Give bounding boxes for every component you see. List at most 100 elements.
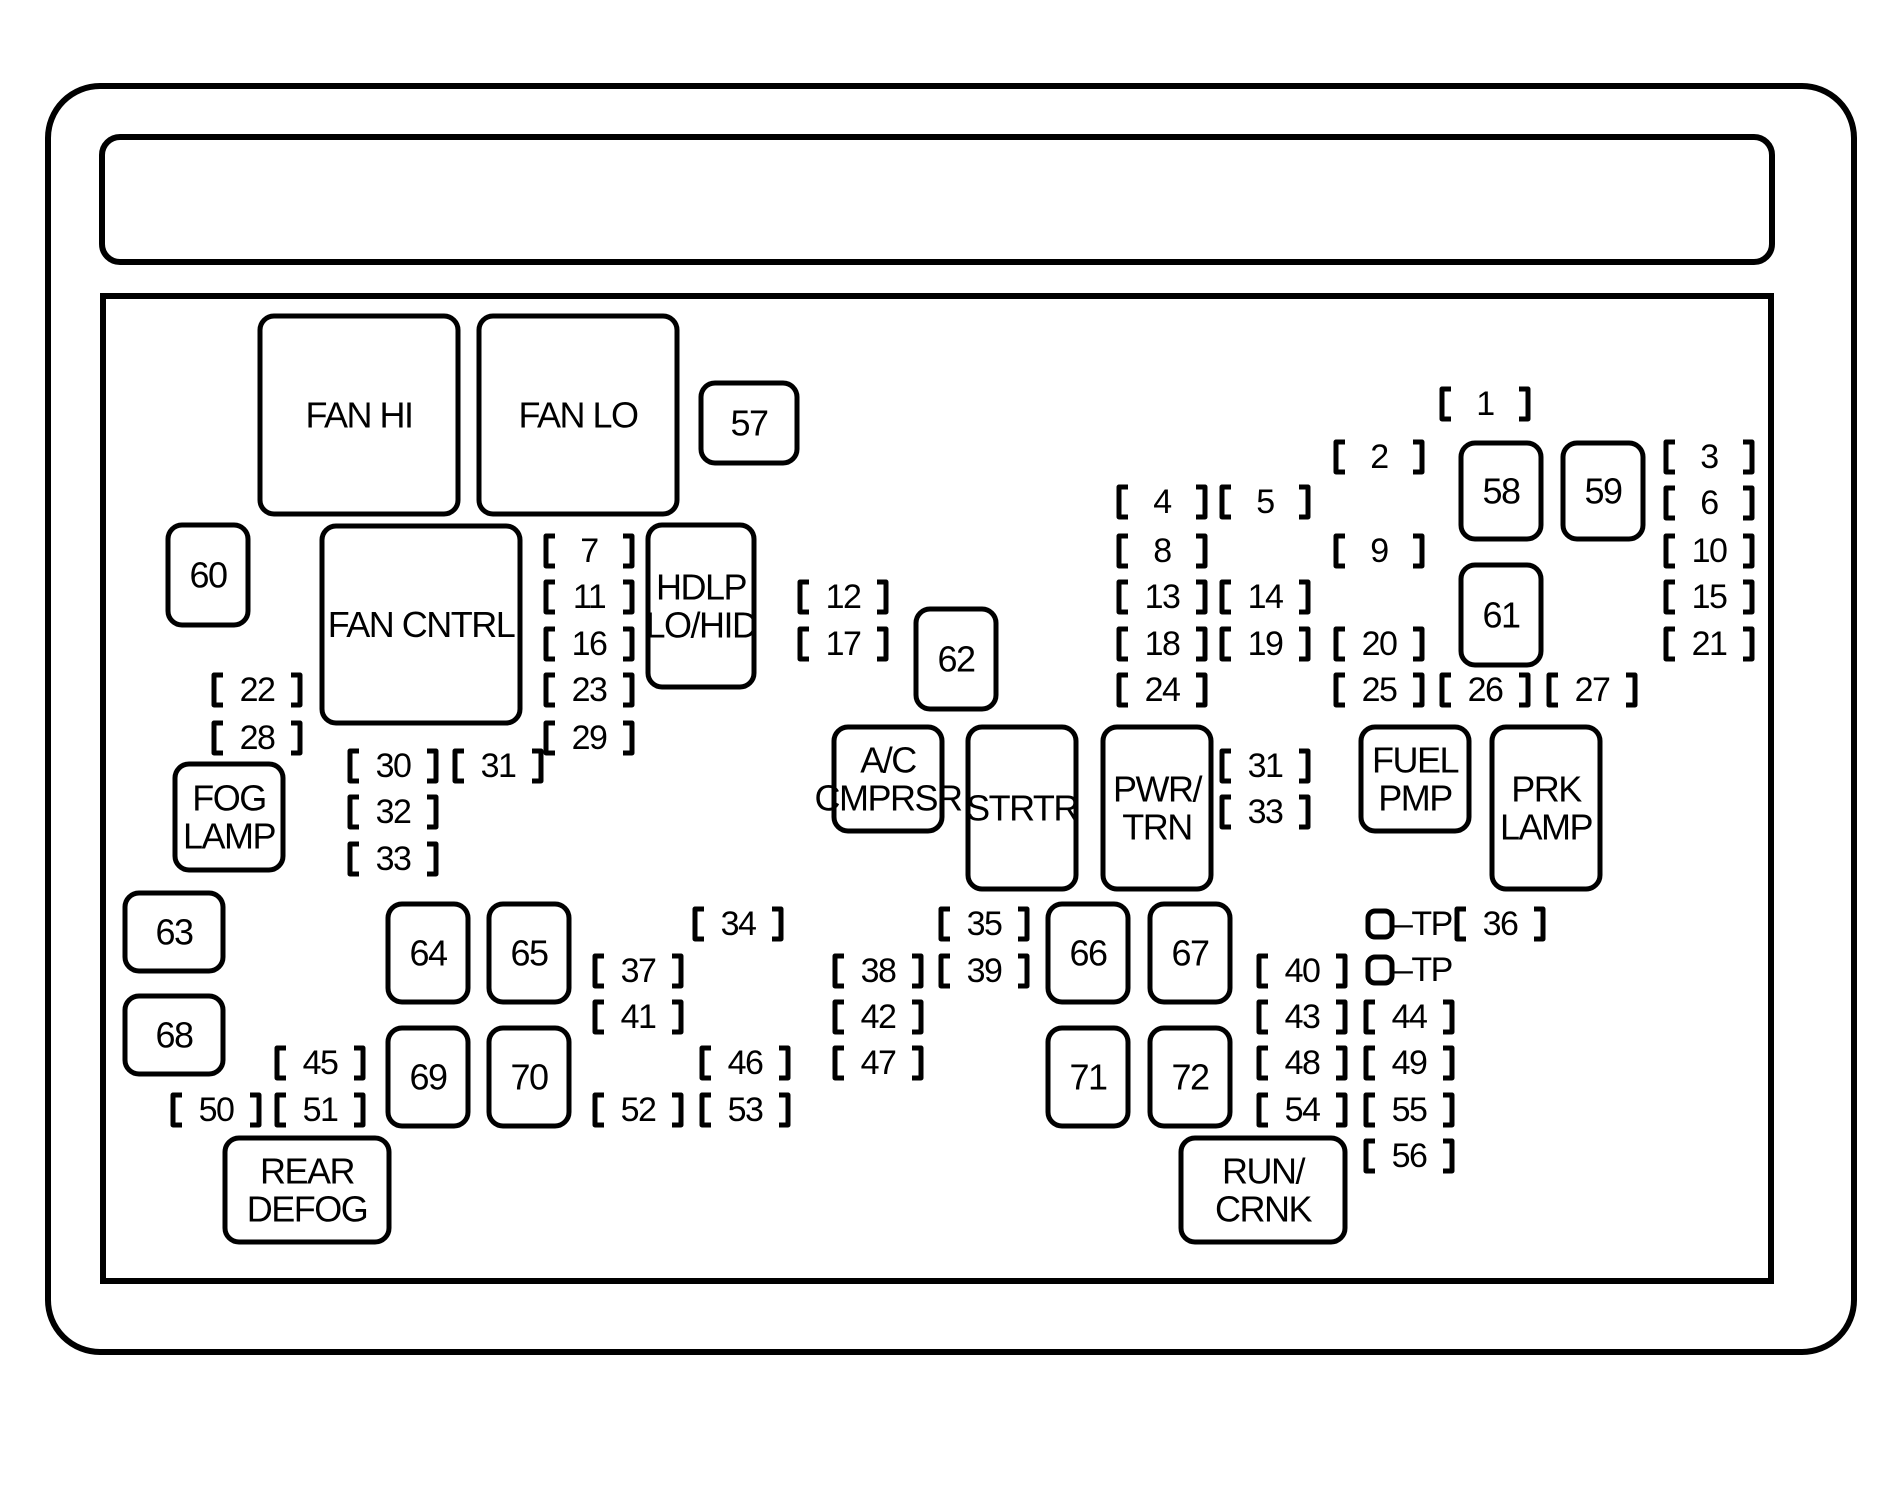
mini-fuse-label: 56 <box>1392 1137 1427 1175</box>
mini-fuse-49: 49 <box>1363 1044 1455 1082</box>
mini-fuse-label: 30 <box>376 747 411 785</box>
mini-fuse-label: 39 <box>967 952 1002 990</box>
relay-label: STRTR <box>966 788 1078 829</box>
mini-fuse-20: 20 <box>1333 625 1425 663</box>
maxi-fuse-59: 59 <box>1560 440 1646 542</box>
mini-fuse-53: 53 <box>699 1091 791 1129</box>
mini-fuse-label: 28 <box>240 719 275 757</box>
mini-fuse-label: 43 <box>1285 998 1320 1036</box>
mini-fuse-52: 52 <box>592 1091 684 1129</box>
mini-fuse-label: 48 <box>1285 1044 1320 1082</box>
mini-fuse-47: 47 <box>832 1044 924 1082</box>
relay-label: RUN/ <box>1222 1151 1305 1192</box>
mini-fuse-32: 32 <box>347 793 439 831</box>
relay-fan-lo: FAN LO <box>476 313 680 517</box>
maxi-fuse-58: 58 <box>1458 440 1544 542</box>
mini-fuse-27: 27 <box>1546 671 1638 709</box>
maxi-fuse-label: 62 <box>937 639 975 680</box>
maxi-fuse-70: 70 <box>486 1025 572 1129</box>
fuse-block-housing <box>45 83 1857 1355</box>
maxi-fuse-69: 69 <box>385 1025 471 1129</box>
mini-fuse-label: 38 <box>861 952 896 990</box>
mini-fuse-label: 21 <box>1692 625 1727 663</box>
relay-label: FAN HI <box>305 395 412 436</box>
mini-fuse-label: 25 <box>1362 671 1397 709</box>
relay-label: PMP <box>1378 778 1452 819</box>
component-panel <box>100 293 1774 1284</box>
mini-fuse-30: 30 <box>347 747 439 785</box>
maxi-fuse-label: 70 <box>510 1057 548 1098</box>
maxi-fuse-66: 66 <box>1045 901 1131 1005</box>
maxi-fuse-71: 71 <box>1045 1025 1131 1129</box>
mini-fuse-label: 3 <box>1700 438 1718 476</box>
mini-fuse-34: 34 <box>692 905 784 943</box>
maxi-fuse-label: 68 <box>155 1015 193 1056</box>
mini-fuse-2: 2 <box>1333 438 1425 476</box>
mini-fuse-44: 44 <box>1363 998 1455 1036</box>
mini-fuse-label: 19 <box>1248 625 1283 663</box>
relay-label: A/C <box>860 740 916 781</box>
relay-strtr: STRTR <box>965 724 1080 892</box>
maxi-fuse-label: 66 <box>1069 933 1107 974</box>
mini-fuse-label: 50 <box>199 1091 234 1129</box>
mini-fuse-label: 17 <box>826 625 861 663</box>
mini-fuse-35: 35 <box>938 905 1030 943</box>
test-point: –TP <box>1365 951 1453 989</box>
mini-fuse-13: 13 <box>1116 578 1208 616</box>
mini-fuse-label: 51 <box>303 1091 338 1129</box>
mini-fuse-10: 10 <box>1663 532 1755 570</box>
mini-fuse-11: 11 <box>543 578 635 616</box>
mini-fuse-label: 9 <box>1370 532 1388 570</box>
relay-fan-cntrl: FAN CNTRL <box>319 523 523 726</box>
mini-fuse-label: 22 <box>240 671 275 709</box>
mini-fuse-label: 11 <box>573 578 606 616</box>
mini-fuse-7: 7 <box>543 532 635 570</box>
mini-fuse-label: 27 <box>1575 671 1610 709</box>
mini-fuse-label: 10 <box>1692 532 1727 570</box>
mini-fuse-18: 18 <box>1116 625 1208 663</box>
relay-label: FAN CNTRL <box>328 604 515 645</box>
mini-fuse-19: 19 <box>1219 625 1311 663</box>
mini-fuse-label: 32 <box>376 793 411 831</box>
relay-label: CRNK <box>1215 1189 1312 1230</box>
maxi-fuse-label: 64 <box>409 933 447 974</box>
mini-fuse-label: 37 <box>621 952 656 990</box>
relay-label: LAMP <box>1500 807 1593 848</box>
mini-fuse-24: 24 <box>1116 671 1208 709</box>
maxi-fuse-65: 65 <box>486 901 572 1005</box>
mini-fuse-label: 35 <box>967 905 1002 943</box>
maxi-fuse-57: 57 <box>698 380 800 466</box>
mini-fuse-50: 50 <box>170 1091 262 1129</box>
test-point: –TP <box>1365 905 1453 943</box>
maxi-fuse-label: 72 <box>1171 1057 1209 1098</box>
mini-fuse-54: 54 <box>1256 1091 1348 1129</box>
relay-label: PWR/ <box>1113 769 1202 810</box>
mini-fuse-label: 46 <box>728 1044 763 1082</box>
relay-pwr-trn: PWR/TRN <box>1100 724 1214 892</box>
relay-label: FAN LO <box>518 395 638 436</box>
relay-label: TRN <box>1122 807 1192 848</box>
mini-fuse-label: 33 <box>376 840 411 878</box>
maxi-fuse-label: 59 <box>1584 471 1622 512</box>
mini-fuse-4: 4 <box>1116 483 1208 521</box>
relay-label: FOG <box>192 778 266 819</box>
mini-fuse-45: 45 <box>274 1044 366 1082</box>
mini-fuse-label: 31 <box>481 747 516 785</box>
relay-label: PRK <box>1511 769 1582 810</box>
mini-fuse-label: 2 <box>1370 438 1388 476</box>
maxi-fuse-60: 60 <box>165 522 251 628</box>
relay-label: LO/HID <box>645 605 757 646</box>
mini-fuse-39: 39 <box>938 952 1030 990</box>
mini-fuse-label: 23 <box>572 671 607 709</box>
maxi-fuse-67: 67 <box>1147 901 1233 1005</box>
maxi-fuse-68: 68 <box>122 993 226 1077</box>
maxi-fuse-label: 69 <box>409 1057 447 1098</box>
mini-fuse-label: 47 <box>861 1044 896 1082</box>
maxi-fuse-label: 63 <box>155 912 193 953</box>
relay-fan-hi: FAN HI <box>257 313 461 517</box>
